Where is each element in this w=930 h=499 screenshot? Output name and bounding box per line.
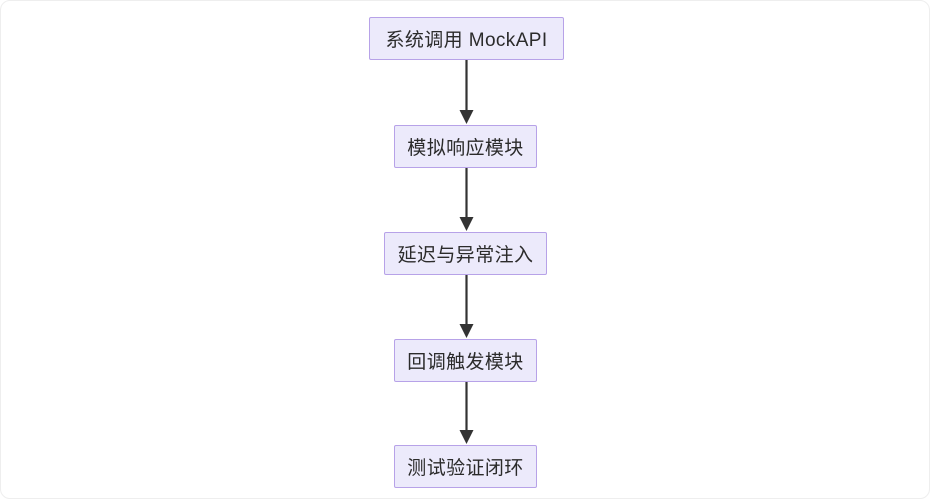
flow-node-test-verification-loop[interactable]: 测试验证闭环 bbox=[394, 445, 537, 488]
flow-edge-n2-n3 bbox=[456, 168, 477, 232]
arrowhead-icon bbox=[459, 110, 474, 124]
arrowhead-icon bbox=[459, 430, 474, 444]
flow-edge-n4-n5 bbox=[456, 382, 477, 445]
arrowhead-icon bbox=[459, 324, 474, 338]
flow-node-callback-trigger-module[interactable]: 回调触发模块 bbox=[394, 339, 537, 382]
arrowhead-icon bbox=[459, 217, 474, 231]
flow-node-label: 测试验证闭环 bbox=[407, 458, 524, 479]
flow-node-label: 回调触发模块 bbox=[407, 352, 524, 373]
flow-edge-n1-n2 bbox=[456, 60, 477, 125]
flow-edge-n3-n4 bbox=[456, 275, 477, 339]
flow-node-label: 模拟响应模块 bbox=[407, 138, 524, 159]
flow-node-latency-and-fault-injection[interactable]: 延迟与异常注入 bbox=[384, 232, 547, 275]
flow-node-label: 延迟与异常注入 bbox=[397, 245, 534, 266]
flow-node-label: 系统调用 MockAPI bbox=[385, 30, 548, 51]
flow-node-mock-response-module[interactable]: 模拟响应模块 bbox=[394, 125, 537, 168]
flow-node-system-calls-mockapi[interactable]: 系统调用 MockAPI bbox=[369, 17, 564, 60]
